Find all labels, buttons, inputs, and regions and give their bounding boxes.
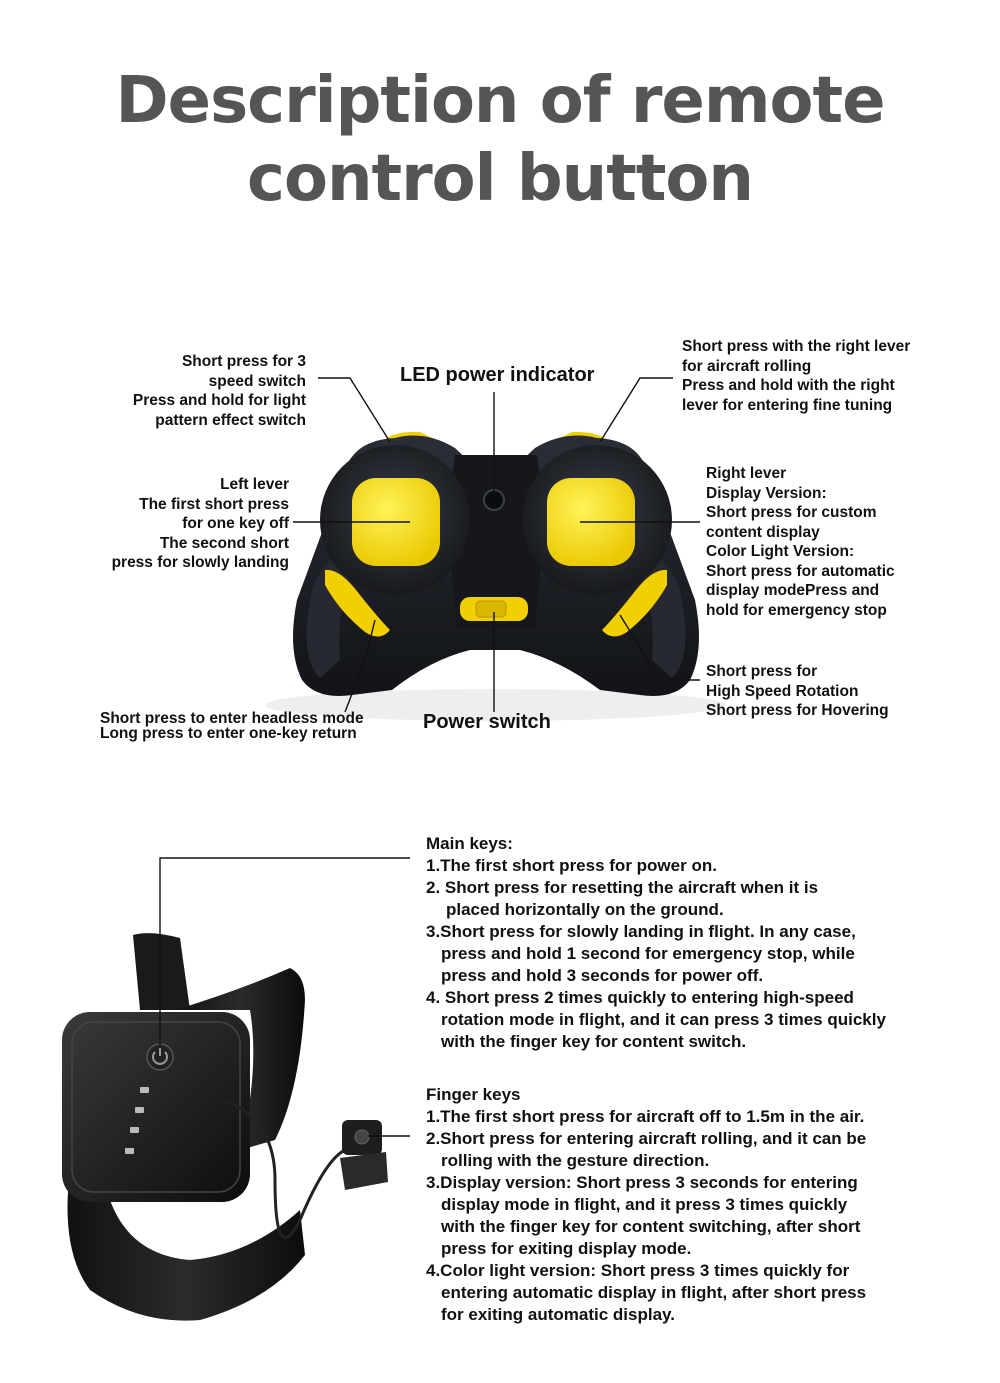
title-line-2: control button: [247, 142, 754, 216]
headless-mode-button[interactable]: [325, 569, 390, 637]
finger-keys-line: entering automatic display in flight, af…: [441, 1283, 867, 1302]
power-switch-label: Power switch: [423, 711, 551, 733]
finger-keys-line: 4.Color light version: Short press 3 tim…: [426, 1261, 850, 1280]
finger-keys-heading: Finger keys: [426, 1085, 521, 1104]
power-icon[interactable]: [146, 1043, 174, 1071]
led-indicator-label: LED power indicator: [400, 364, 595, 386]
controller-shadow: [265, 689, 725, 721]
main-keys-section: Main keys: 1.The first short press for p…: [426, 833, 886, 1053]
watch-face: [62, 1012, 250, 1202]
main-keys-line: placed horizontally on the ground.: [446, 900, 724, 919]
page-title: Description of remote control button: [0, 62, 1000, 218]
controller-leader-lines: [293, 377, 700, 713]
right-lever-label: Right lever Display Version: Short press…: [706, 465, 895, 619]
indicator-dot-icon: [140, 1087, 149, 1093]
indicator-dot-icon: [130, 1127, 139, 1133]
hover-rotation-label: Short press for High Speed Rotation Shor…: [706, 663, 889, 719]
indicator-dot-icon: [135, 1107, 144, 1113]
main-keys-line: with the finger key for content switch.: [441, 1032, 747, 1051]
finger-keys-section: Finger keys 1.The first short press for …: [426, 1084, 866, 1326]
watch-leader-lines: [159, 857, 410, 1137]
main-keys-line: 3.Short press for slowly landing in flig…: [426, 922, 856, 941]
finger-keys-line: 2.Short press for entering aircraft roll…: [426, 1129, 867, 1148]
main-keys-line: 2. Short press for resetting the aircraf…: [426, 878, 819, 897]
finger-keys-line: with the finger key for content switchin…: [441, 1217, 861, 1236]
hover-rotation-button[interactable]: [602, 569, 667, 637]
finger-keys-line: 3.Display version: Short press 3 seconds…: [426, 1173, 858, 1192]
main-keys-line: rotation mode in flight, and it can pres…: [441, 1010, 886, 1029]
main-keys-line: press and hold 3 seconds for power off.: [441, 966, 764, 985]
finger-keys-line: for exiting automatic display.: [441, 1305, 675, 1324]
title-line-1: Description of remote: [115, 64, 886, 138]
finger-keys-line: rolling with the gesture direction.: [441, 1151, 710, 1170]
main-keys-line: press and hold 1 second for emergency st…: [441, 944, 855, 963]
main-keys-line: 1.The first short press for power on.: [426, 856, 717, 875]
wrist-controller: [62, 933, 388, 1321]
main-keys-heading: Main keys:: [426, 834, 513, 853]
finger-keys-line: display mode in flight, and it press 3 t…: [441, 1195, 848, 1214]
headless-mode-label: Short press to enter headless mode Long …: [100, 710, 364, 742]
indicator-dot-icon: [125, 1148, 134, 1154]
main-keys-line: 4. Short press 2 times quickly to enteri…: [426, 988, 854, 1007]
finger-keys-line: press for exiting display mode.: [441, 1239, 692, 1258]
finger-keys-line: 1.The first short press for aircraft off…: [426, 1107, 865, 1126]
left-lever-label: Left lever The first short press for one…: [111, 476, 289, 571]
power-switch-slider: [475, 600, 507, 618]
right-shoulder-label: Short press with the right lever for air…: [682, 338, 911, 414]
speed-switch-label: Short press for 3 speed switch Press and…: [132, 353, 306, 429]
